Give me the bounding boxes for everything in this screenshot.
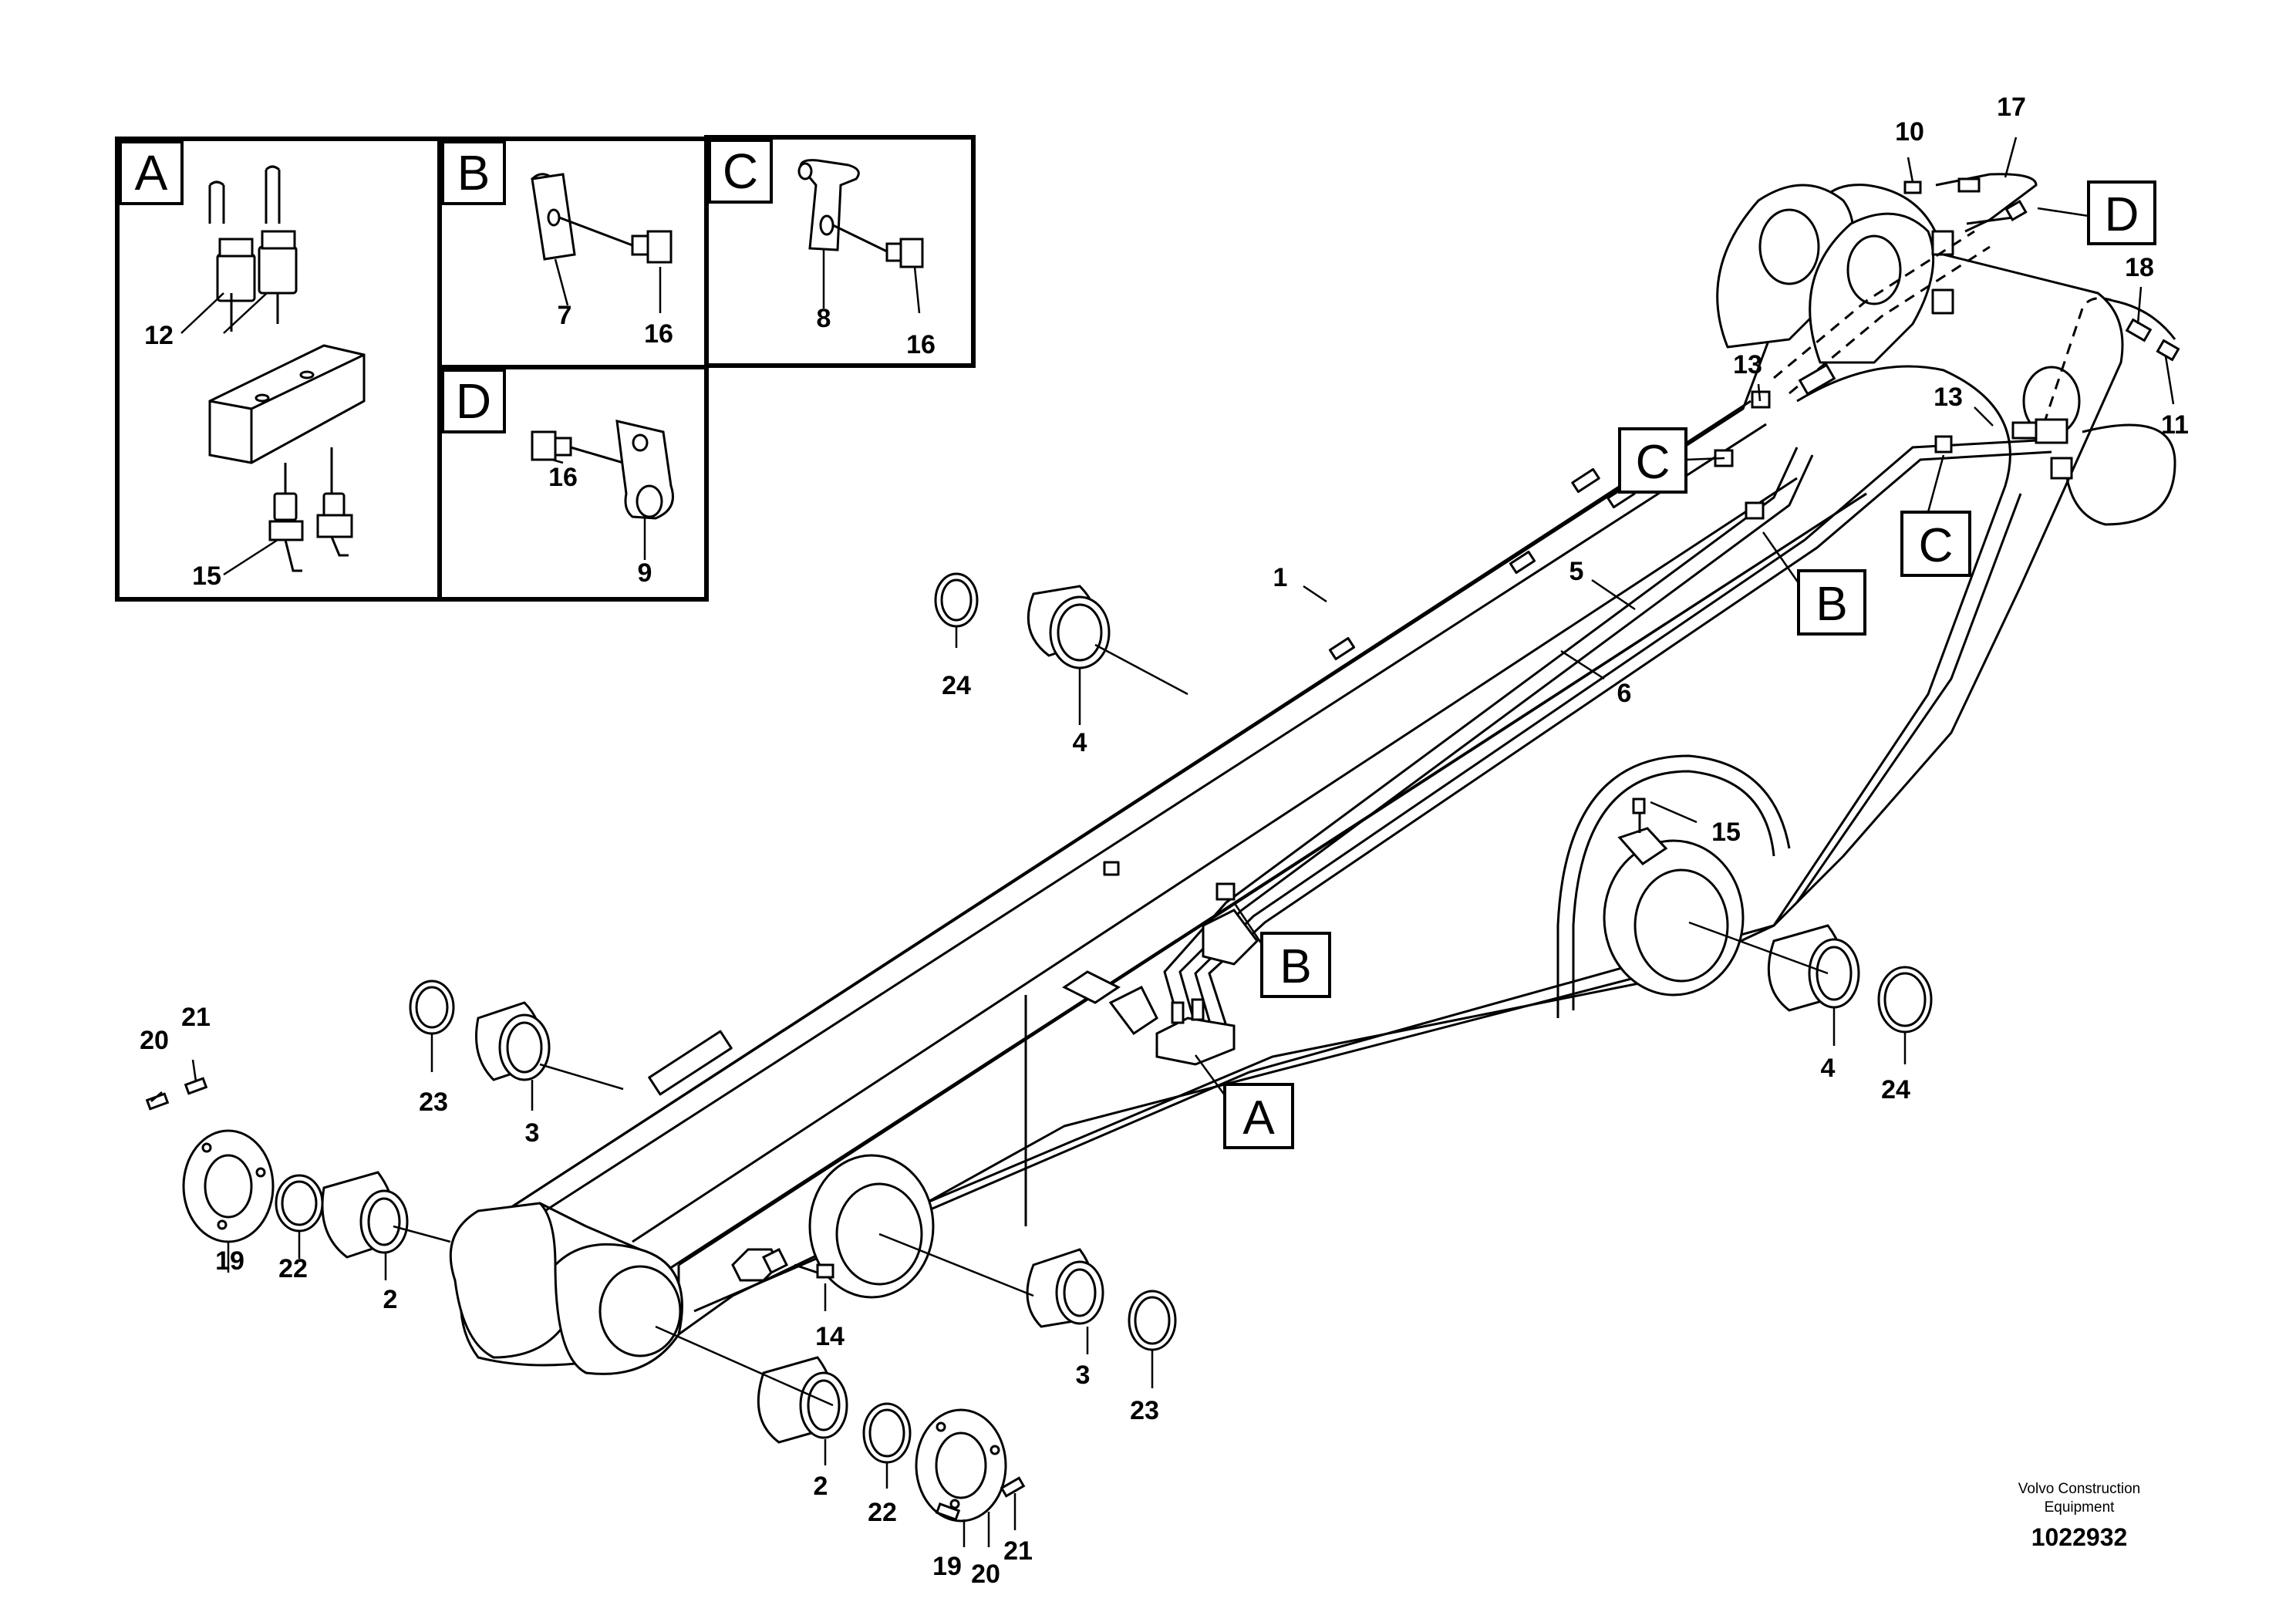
callout-19-bottom: 19 — [932, 1552, 962, 1581]
ref-box-c-right — [1900, 511, 1971, 577]
callout-16-c: 16 — [906, 330, 936, 359]
lube-block — [1062, 909, 1259, 1066]
callout-13-upper: 13 — [1733, 350, 1762, 379]
boom-body — [460, 184, 2124, 1367]
callout-3-right: 3 — [1076, 1361, 1091, 1390]
callout-17: 17 — [1997, 93, 2026, 122]
brand-line-2: Equipment — [2045, 1499, 2116, 1516]
callout-24-top: 24 — [942, 671, 971, 700]
bolt-d — [531, 430, 557, 461]
callout-15-main: 15 — [1711, 818, 1741, 847]
callout-24-right: 24 — [1881, 1075, 1910, 1104]
callout-21-left: 21 — [181, 1003, 211, 1032]
callout-1: 1 — [1273, 563, 1288, 592]
callout-5: 5 — [1569, 557, 1584, 586]
reference-boxes — [1223, 180, 2156, 1149]
ref-label-c-right: C — [1919, 519, 1954, 572]
detail-b-drawing — [531, 173, 673, 264]
detail-d-drawing — [531, 420, 674, 520]
callout-10: 10 — [1895, 117, 1924, 147]
detail-panel-d — [437, 365, 709, 602]
footer: Volvo Construction Equipment 1022932 — [2018, 1481, 2140, 1551]
bushings-and-seals — [145, 572, 1933, 1523]
callout-2-bottom: 2 — [814, 1472, 828, 1501]
drawing-number: 1022932 — [2031, 1523, 2128, 1551]
ref-label-a: A — [1242, 1091, 1275, 1145]
ref-box-d — [2087, 180, 2156, 245]
detail-letter-d: D — [456, 373, 491, 429]
callout-23-right: 23 — [1130, 1396, 1159, 1425]
callout-16-d: 16 — [548, 463, 578, 492]
detail-c-drawing — [797, 159, 924, 268]
detail-letter-b: B — [457, 145, 491, 201]
callout-2-left: 2 — [383, 1285, 398, 1314]
callout-22-bottom: 22 — [868, 1498, 897, 1527]
grease-fitting-15 — [1617, 798, 1668, 865]
callout-16-b: 16 — [644, 319, 673, 349]
ref-box-b-upper — [1797, 569, 1866, 636]
ref-box-a — [1223, 1083, 1294, 1149]
ref-label-d: D — [2105, 188, 2139, 241]
callout-15-detail: 15 — [192, 561, 221, 591]
detail-letter-a: A — [135, 145, 168, 201]
bracket-c — [799, 159, 860, 251]
callout-14: 14 — [815, 1322, 845, 1351]
ref-box-c-upper — [1618, 427, 1687, 494]
distributor-block — [208, 344, 366, 464]
ref-box-b-lower — [1260, 932, 1331, 998]
ref-label-b-lower: B — [1279, 940, 1311, 993]
grease-fitting-14 — [731, 1247, 834, 1282]
callout-12: 12 — [144, 321, 174, 350]
callout-19-left: 19 — [215, 1246, 244, 1276]
detail-letter-c: C — [723, 143, 758, 199]
bolt-b — [631, 234, 649, 256]
ref-label-c-upper: C — [1636, 436, 1671, 489]
callout-13-right: 13 — [1934, 383, 1963, 412]
callout-22-left: 22 — [278, 1254, 308, 1283]
callout-6: 6 — [1617, 679, 1632, 708]
callout-8: 8 — [817, 304, 831, 333]
callout-20-left: 20 — [140, 1026, 169, 1055]
brand-line-1: Volvo Construction — [2018, 1481, 2140, 1497]
detail-panels — [115, 135, 976, 602]
callout-4-right: 4 — [1821, 1054, 1836, 1083]
callout-4-top: 4 — [1073, 728, 1087, 757]
callout-9: 9 — [638, 558, 652, 588]
ref-label-b-upper: B — [1816, 578, 1847, 631]
callout-18: 18 — [2125, 253, 2154, 282]
callout-3-left: 3 — [525, 1118, 540, 1148]
boom-assembly — [449, 184, 2124, 1375]
callout-20-bottom: 20 — [971, 1560, 1000, 1589]
callout-23-left: 23 — [419, 1088, 448, 1117]
callout-7: 7 — [558, 301, 572, 330]
detail-a-drawing — [208, 165, 366, 572]
callout-21-bottom: 21 — [1003, 1536, 1033, 1566]
callout-numbers: 12 15 7 16 8 16 16 9 1 5 6 24 4 23 3 20 … — [140, 93, 2189, 1589]
callout-11: 11 — [2161, 410, 2189, 440]
bolt-c — [885, 242, 902, 262]
leader-lines — [150, 137, 2175, 1547]
detail-panel-c — [704, 135, 976, 368]
